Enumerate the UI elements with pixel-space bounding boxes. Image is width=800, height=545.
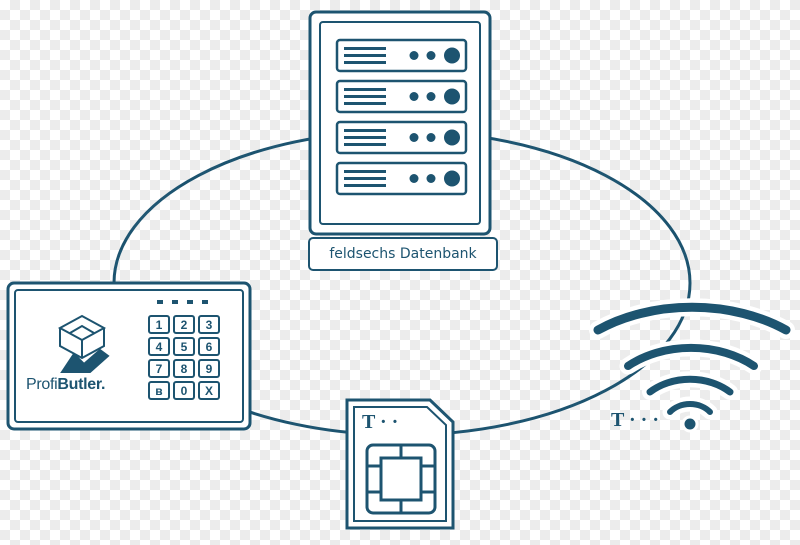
bluetooth-icon: ʙ (155, 384, 163, 398)
sim-card-icon (345, 398, 455, 530)
keypad-key-label: 6 (205, 340, 213, 354)
server-unit (335, 38, 468, 73)
sim-carrier-logo: T · · (362, 411, 399, 433)
keypad-key (148, 381, 170, 400)
keypad-key-label: 0 (180, 384, 188, 398)
keypad-key-label: 5 (180, 340, 188, 354)
keypad-key (173, 315, 195, 334)
keypad-key (198, 381, 220, 400)
sim-chip-icon (365, 443, 437, 515)
profibutler-logo-icon (57, 314, 110, 373)
database-label: feldsechs Datenbank (308, 237, 498, 271)
status-dots (157, 300, 208, 304)
keypad-key (148, 359, 170, 378)
keypad-key (198, 337, 220, 356)
keypad-key-label: 7 (155, 362, 163, 376)
keypad-key-label: 9 (205, 362, 213, 376)
keypad-key (173, 337, 195, 356)
brand-bold: Butler. (57, 376, 106, 393)
keypad-key-label: 2 (180, 318, 188, 332)
profibutler-device (6, 281, 252, 431)
keypad-key-label: 3 (205, 318, 213, 332)
wifi-icon (589, 298, 795, 433)
keypad-key (198, 359, 220, 378)
keypad-key (148, 337, 170, 356)
keypad-key-label: X (204, 384, 213, 398)
server-unit (335, 120, 468, 155)
keypad-key-label: 4 (155, 340, 163, 354)
server-rack-icon (308, 10, 492, 236)
keypad-key (173, 381, 195, 400)
brand-name: ProfiButler. (26, 376, 136, 398)
keypad-key (198, 315, 220, 334)
keypad-key-label: 1 (155, 318, 163, 332)
keypad-key (173, 359, 195, 378)
server-unit (335, 161, 468, 196)
keypad-key (148, 315, 170, 334)
wifi-carrier-logo: T · · · (611, 409, 659, 431)
server-unit (335, 79, 468, 114)
brand-regular: Profi (26, 376, 58, 393)
keypad-key-label: 8 (180, 362, 188, 376)
